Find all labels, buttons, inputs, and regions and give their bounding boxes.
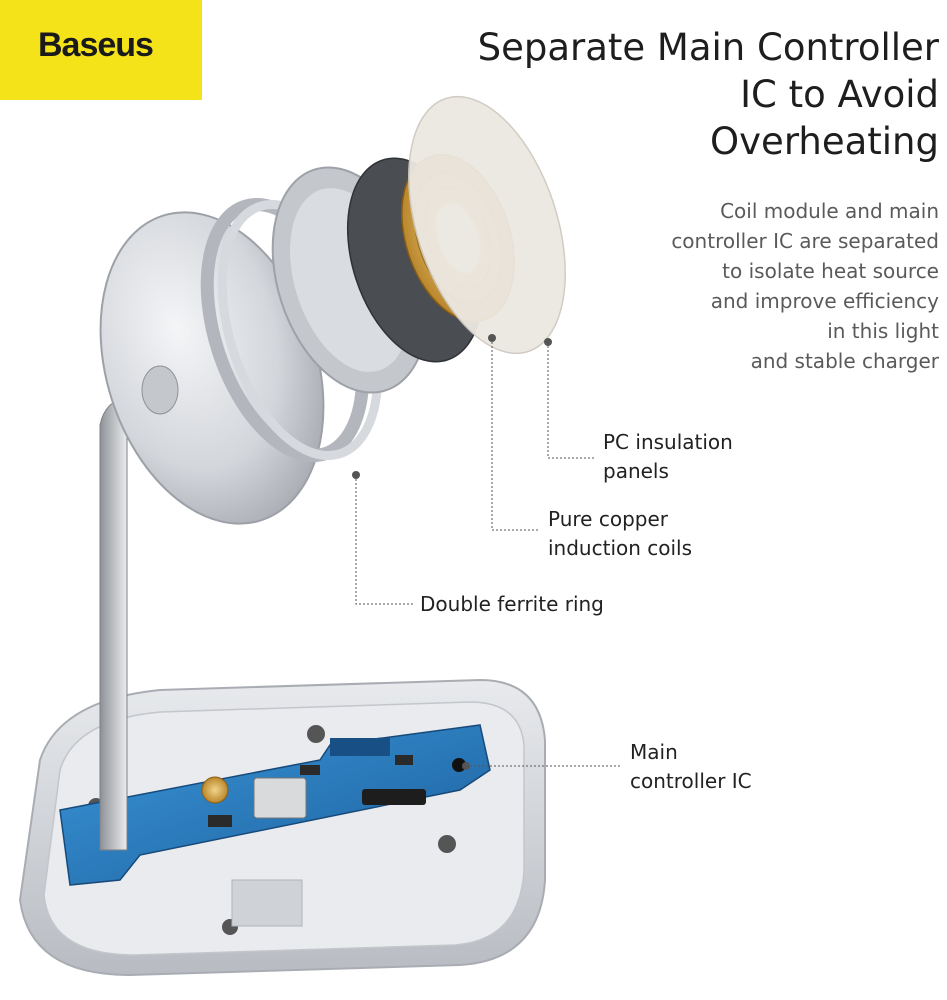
headline-line: Separate Main Controller bbox=[477, 26, 939, 69]
headline-line: Overheating bbox=[710, 120, 939, 163]
charging-pad bbox=[99, 211, 325, 525]
headline: Separate Main Controller IC to Avoid Ove… bbox=[419, 24, 939, 165]
callout-copper-coils: Pure copper induction coils bbox=[548, 505, 692, 563]
callout-line: Pure copper bbox=[548, 507, 668, 531]
callout-line: Main bbox=[630, 740, 678, 764]
callout-line: PC insulation bbox=[603, 430, 733, 454]
headline-line: IC to Avoid bbox=[740, 73, 939, 116]
brand-logo: Baseus bbox=[0, 0, 202, 100]
callout-line: Double ferrite ring bbox=[420, 592, 604, 616]
callout-line: controller IC bbox=[630, 769, 752, 793]
description: Coil module and main controller IC are s… bbox=[519, 196, 939, 376]
pc-panel bbox=[408, 95, 566, 355]
description-line: and stable charger bbox=[750, 349, 939, 373]
description-line: and improve efficiency bbox=[710, 289, 939, 313]
callout-leaders bbox=[352, 334, 622, 770]
callout-main-ic: Main controller IC bbox=[630, 738, 752, 796]
callout-ferrite-ring: Double ferrite ring bbox=[420, 590, 604, 619]
brand-logo-text: Baseus bbox=[38, 26, 154, 64]
description-line: to isolate heat source bbox=[722, 259, 939, 283]
description-line: Coil module and main bbox=[720, 199, 939, 223]
callout-line: induction coils bbox=[548, 536, 693, 560]
pcb-board bbox=[59, 724, 491, 886]
description-line: in this light bbox=[827, 319, 939, 343]
callout-pc-panels: PC insulation panels bbox=[603, 428, 733, 486]
description-line: controller IC are separated bbox=[671, 229, 939, 253]
callout-line: panels bbox=[603, 459, 669, 483]
